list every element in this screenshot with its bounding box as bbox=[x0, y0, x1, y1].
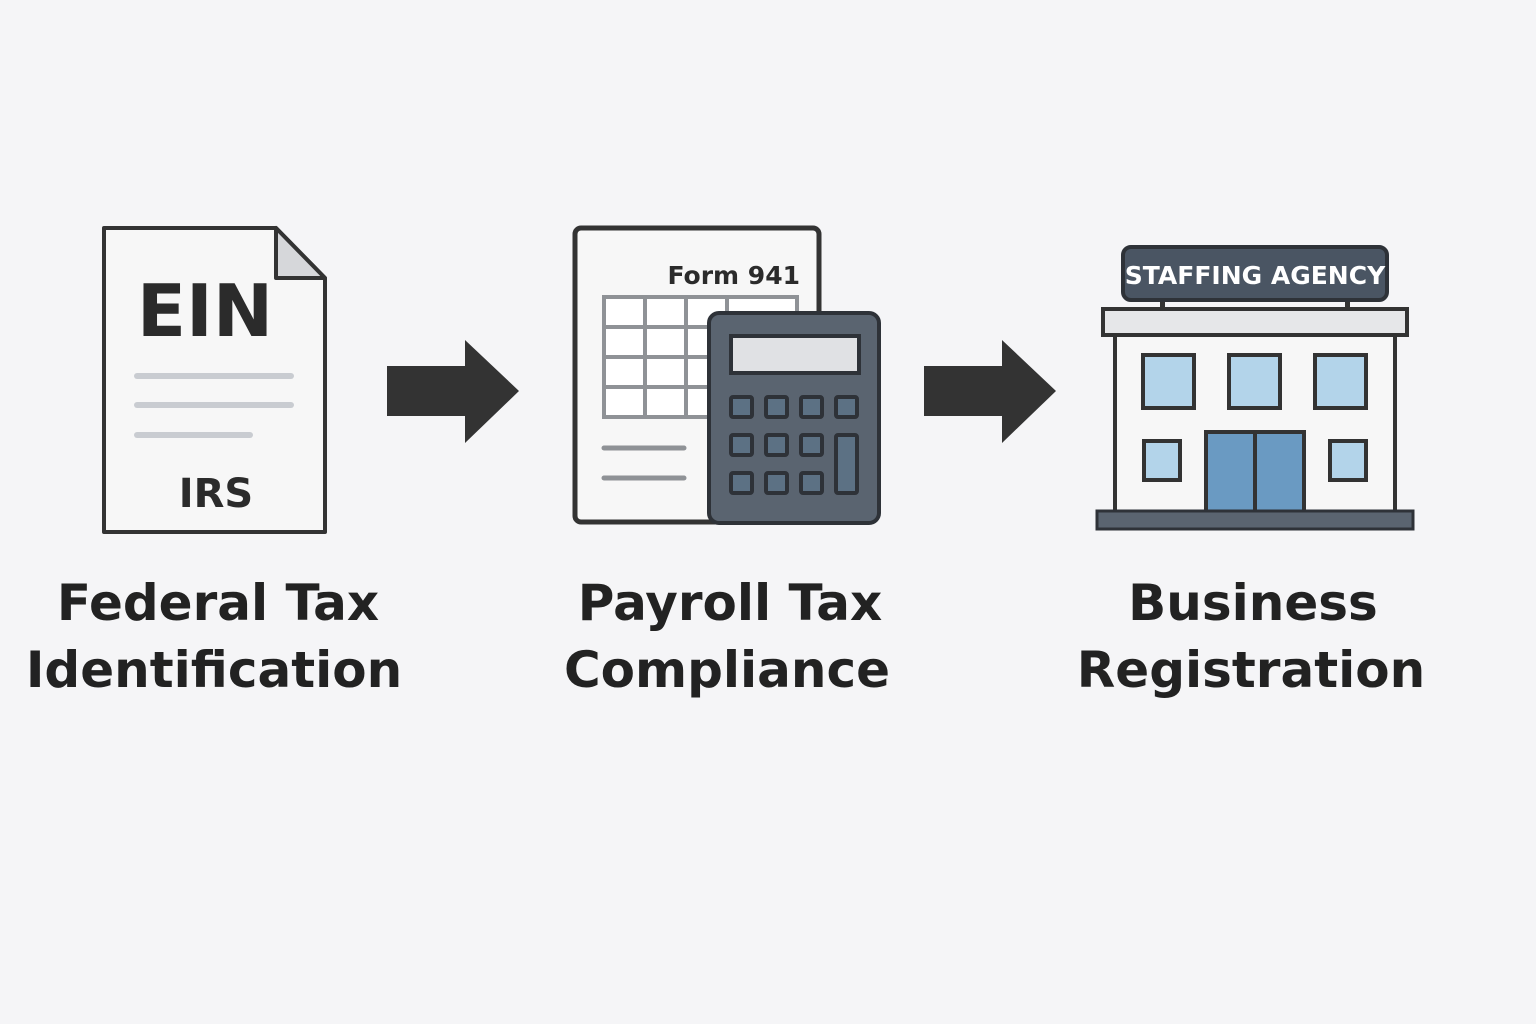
ein-text: EIN bbox=[137, 269, 273, 353]
form-calculator-icon: Form 941 bbox=[572, 225, 881, 525]
arrow-right-icon bbox=[387, 340, 519, 443]
staffing-agency-sign: STAFFING AGENCY bbox=[1125, 261, 1386, 290]
irs-text: IRS bbox=[179, 471, 254, 517]
step-1-label-line1: Federal Tax bbox=[57, 574, 379, 632]
ein-document-icon: EIN IRS bbox=[102, 226, 327, 534]
step-3-label-line2: Registration bbox=[1077, 641, 1425, 699]
step-2-label-line2: Compliance bbox=[564, 641, 890, 699]
step-2-label-line1: Payroll Tax bbox=[578, 574, 882, 632]
building-icon: STAFFING AGENCY bbox=[1095, 245, 1415, 531]
form-941-text: Form 941 bbox=[667, 261, 800, 290]
step-3-label-line1: Business bbox=[1128, 574, 1378, 632]
step-1-label-line2: Identification bbox=[26, 641, 402, 699]
arrow-right-icon bbox=[924, 340, 1056, 443]
